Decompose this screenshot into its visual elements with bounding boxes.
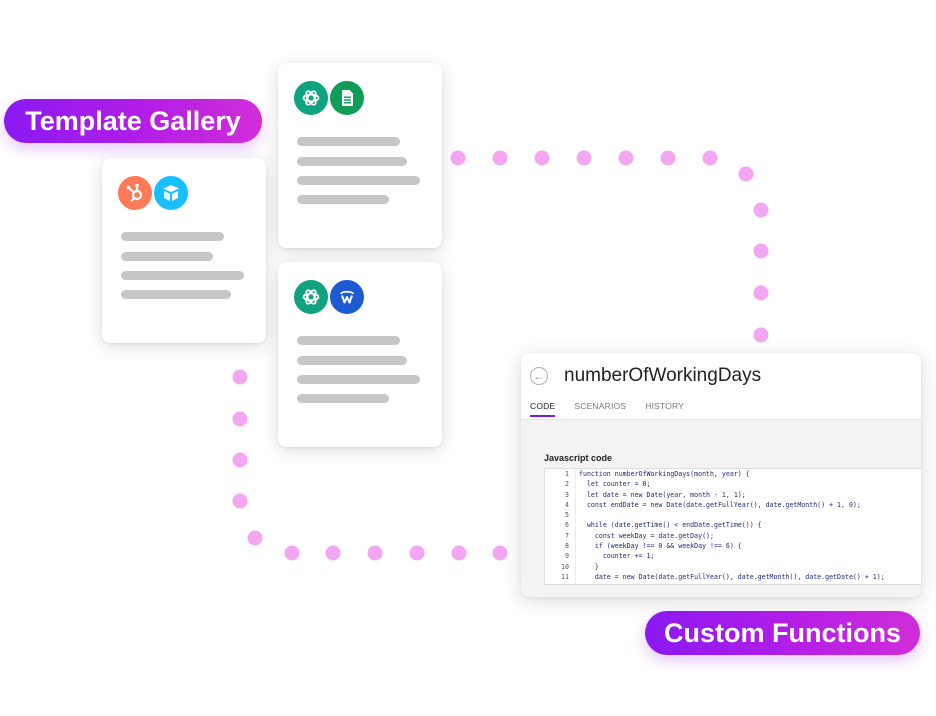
- code-line: 10 }: [545, 562, 921, 572]
- code-text: }: [579, 562, 599, 571]
- line-number: 5: [565, 511, 569, 520]
- back-arrow-icon[interactable]: ←: [530, 367, 548, 385]
- line-number: 10: [561, 562, 569, 571]
- openai-icon: [292, 79, 330, 117]
- google-sheets-icon: [328, 79, 366, 117]
- placeholder-line: [121, 232, 224, 241]
- placeholder-line: [121, 271, 244, 280]
- line-number: 11: [561, 572, 569, 581]
- airtable-icon: [152, 174, 190, 212]
- line-number: 6: [565, 521, 569, 530]
- code-text: if (weekDay !== 0 && weekDay !== 6) {: [579, 542, 742, 551]
- placeholder-line: [297, 356, 407, 365]
- code-section-label: Javascript code: [544, 453, 613, 463]
- code-line: 1 function numberOfWorkingDays(month, yea…: [545, 469, 921, 479]
- placeholder-line: [297, 195, 389, 204]
- function-tabs: CODE SCENARIOS HISTORY: [530, 401, 684, 417]
- code-line: 3 let date = new Date(year, month - 1, 1…: [545, 490, 921, 500]
- code-line: 6 while (date.getTime() < endDate.getTim…: [545, 520, 921, 530]
- placeholder-line: [297, 157, 407, 166]
- line-number: 9: [565, 552, 569, 561]
- template-gallery-label: Template Gallery: [4, 99, 262, 143]
- line-number: 8: [565, 542, 569, 551]
- placeholder-line: [297, 176, 420, 185]
- line-number: 3: [565, 490, 569, 499]
- code-line: 11 date = new Date(date.getFullYear(), d…: [545, 572, 921, 582]
- function-title: numberOfWorkingDays: [564, 365, 762, 386]
- code-text: const endDate = new Date(date.getFullYea…: [579, 500, 861, 509]
- code-line: 8 if (weekDay !== 0 && weekDay !== 6) {: [545, 541, 921, 551]
- line-number: 7: [565, 531, 569, 540]
- code-section: Javascript code 1 function numberOfWorkin…: [521, 420, 921, 597]
- line-number: 4: [565, 500, 569, 509]
- code-text: let date = new Date(year, month - 1, 1);: [579, 490, 746, 499]
- code-line: 2 let counter = 0;: [545, 479, 921, 489]
- code-text: counter += 1;: [579, 552, 655, 561]
- code-line: 5: [545, 510, 921, 520]
- code-text: date = new Date(date.getFullYear(), date…: [579, 572, 885, 581]
- tab-code[interactable]: CODE: [530, 401, 556, 417]
- webflow-icon: [328, 278, 366, 316]
- tab-divider: [521, 419, 921, 420]
- code-editor[interactable]: 1 function numberOfWorkingDays(month, yea…: [544, 468, 921, 585]
- placeholder-line: [297, 336, 400, 345]
- custom-function-panel: ← numberOfWorkingDays CODE SCENARIOS HIS…: [521, 353, 921, 597]
- code-text: while (date.getTime() < endDate.getTime(…: [579, 521, 762, 530]
- placeholder-line: [297, 394, 389, 403]
- template-card-openai-webflow[interactable]: [278, 262, 442, 447]
- code-text: function numberOfWorkingDays(month, year…: [579, 470, 750, 478]
- placeholder-line: [121, 252, 213, 261]
- placeholder-line: [297, 375, 420, 384]
- code-line: 7 const weekDay = date.getDay();: [545, 531, 921, 541]
- code-line: 4 const endDate = new Date(date.getFullY…: [545, 500, 921, 510]
- line-number: 2: [565, 480, 569, 489]
- code-text: let counter = 0;: [579, 480, 651, 489]
- editor-gutter: [575, 469, 576, 584]
- hubspot-icon: [116, 174, 154, 212]
- openai-icon: [292, 278, 330, 316]
- custom-functions-label: Custom Functions: [645, 611, 920, 655]
- placeholder-line: [297, 137, 400, 146]
- line-number: 1: [565, 470, 569, 478]
- placeholder-line: [121, 290, 231, 299]
- template-card-hubspot-airtable[interactable]: [102, 158, 266, 343]
- tab-history[interactable]: HISTORY: [645, 401, 685, 411]
- template-card-openai-sheets[interactable]: [278, 63, 442, 248]
- code-text: const weekDay = date.getDay();: [579, 531, 714, 540]
- tab-scenarios[interactable]: SCENARIOS: [574, 401, 627, 411]
- code-line: 9 counter += 1;: [545, 551, 921, 561]
